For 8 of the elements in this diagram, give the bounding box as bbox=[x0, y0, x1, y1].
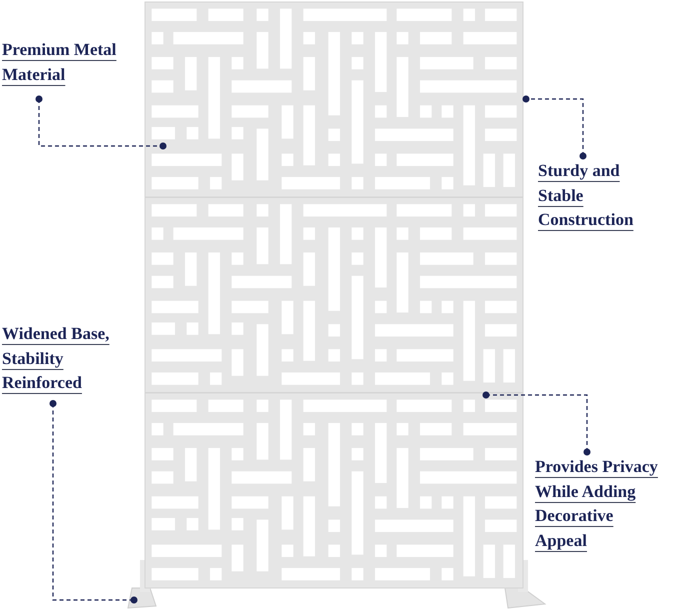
callout-text: Sturdy and Stable Construction bbox=[538, 160, 634, 231]
leader-line bbox=[482, 392, 590, 456]
callout-text: Widened Base, Stability Reinforced bbox=[2, 323, 110, 394]
leader-line bbox=[522, 96, 586, 160]
callout-text: Premium Metal Material bbox=[2, 39, 118, 86]
leader-line bbox=[36, 96, 166, 150]
leader-line bbox=[50, 400, 138, 604]
callout-text: Provides Privacy While Adding Decorative Appeal bbox=[535, 456, 659, 552]
